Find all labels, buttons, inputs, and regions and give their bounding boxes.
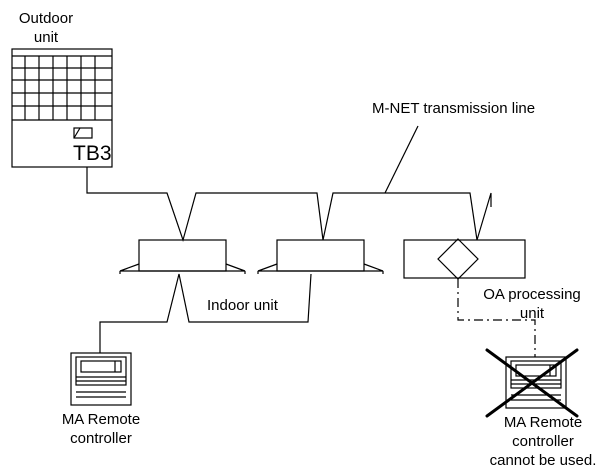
ma-remote-controller-left	[70, 352, 132, 406]
indoor-unit-label: Indoor unit	[207, 297, 278, 314]
ma-remote-right-label-line3: cannot be used.	[489, 452, 597, 469]
remote-wiring	[99, 273, 312, 353]
cross-out-mark	[485, 348, 579, 418]
ma-remote-right-label: MA Remote controller cannot be used.	[478, 413, 608, 470]
dash-dot-line	[457, 279, 536, 357]
indoor-unit-2	[257, 239, 384, 274]
indoor-unit-1	[119, 239, 246, 274]
oa-processing-unit	[403, 238, 526, 280]
oa-processing-label-line1: OA processing	[483, 286, 581, 303]
ma-remote-left-label-line1: MA Remote	[61, 411, 141, 428]
oa-processing-label-line2: unit	[519, 305, 545, 322]
outdoor-unit-label-line2: unit	[33, 29, 59, 46]
terminal-block-label: TB3	[73, 142, 112, 165]
oa-processing-unit-label: OA processing unit	[462, 285, 602, 323]
ma-remote-left-label: MA Remote controller	[46, 410, 156, 448]
ma-remote-left-label-line2: controller	[70, 430, 132, 447]
ma-remote-right-label-line2: controller	[512, 433, 574, 450]
outdoor-unit	[11, 48, 113, 168]
transmission-line-label: M-NET transmission line	[372, 100, 536, 117]
outdoor-unit-label: Outdoor unit	[16, 9, 76, 47]
mnet-transmission-wiring	[86, 125, 492, 243]
ma-remote-right-label-line1: MA Remote	[503, 414, 583, 431]
outdoor-unit-label-line1: Outdoor	[18, 10, 74, 27]
